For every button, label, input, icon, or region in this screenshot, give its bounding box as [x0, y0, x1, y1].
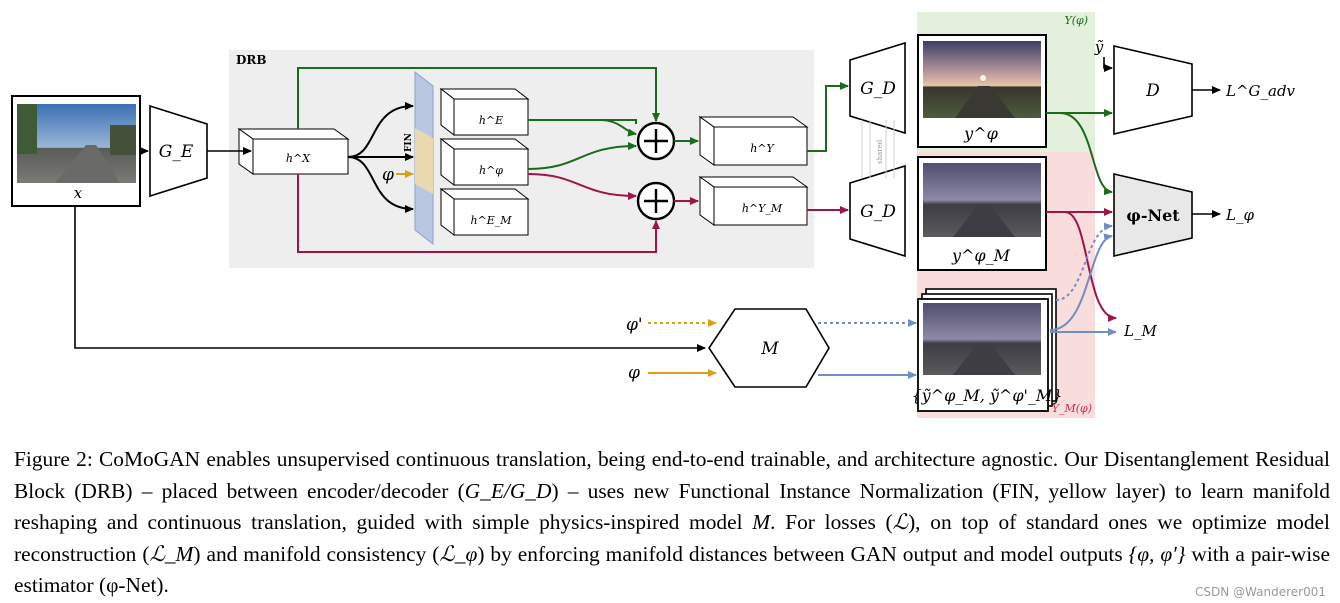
- block-hX: h^X: [237, 128, 350, 175]
- fin-label: FIN: [404, 133, 414, 152]
- drb-label: DRB: [236, 53, 267, 67]
- arrow-hX-to-hE: [347, 102, 414, 158]
- caption-part3: . For losses (: [770, 510, 893, 535]
- caption-math-loss-phi: ℒ_φ: [439, 541, 478, 566]
- svg-text:φ-Net: φ-Net: [1126, 206, 1180, 225]
- output-image-y-phi: y^φ: [917, 34, 1047, 148]
- shared-weights-indicator: shared: [861, 120, 895, 178]
- decoder-bottom-GD: G_D: [849, 164, 906, 258]
- arrow-stack-to-phinet-dotted: [1055, 222, 1113, 301]
- output-image-yM-phi: y^φ_M: [917, 156, 1047, 271]
- loss-phi: L_φ: [1225, 206, 1254, 224]
- arrow-hphi-to-sum-top: [527, 142, 637, 170]
- figure-caption: Figure 2: CoMoGAN enables unsupervised c…: [14, 444, 1330, 602]
- caption-part1: Figure 2: CoMoGAN enables unsupervised c…: [14, 447, 1330, 503]
- svg-text:h^Y_M: h^Y_M: [742, 202, 783, 215]
- block-hY: h^Y: [698, 116, 809, 166]
- caption-part4: ), on top of standard ones we optimize m…: [14, 510, 1330, 566]
- svg-text:h^X: h^X: [286, 152, 311, 165]
- model-M: M: [708, 308, 830, 388]
- caption-math-phi-set: {φ, φ′}: [1128, 541, 1186, 566]
- caption-math-encoder-decoder: G_E/G_D: [464, 478, 552, 503]
- svg-text:M: M: [760, 339, 779, 359]
- label-phi-model: φ: [628, 363, 640, 383]
- arrow-hY-to-decoder-top: [807, 82, 849, 152]
- sum-node-top: [636, 121, 676, 161]
- watermark: CSDN @Wanderer001: [1195, 585, 1326, 599]
- phi-net: φ-Net: [1113, 172, 1193, 258]
- block-hYM: h^Y_M: [698, 176, 809, 226]
- block-hEM: h^E_M: [439, 187, 530, 237]
- label-x: x: [74, 184, 83, 202]
- caption-part2: ) – uses new Functional Instance Normali…: [14, 478, 1330, 535]
- caption-math-model: M: [752, 510, 771, 535]
- sum-node-bottom: [636, 181, 676, 221]
- svg-text:h^Y: h^Y: [750, 142, 775, 155]
- figure-diagram: Y(φ) Y_M(φ) DRB x G_E h^X FIN h^E h^φ: [11, 12, 1296, 418]
- arrow-hphi-to-sum-bottom: [527, 173, 637, 200]
- encoder-GE: G_E: [149, 104, 208, 198]
- decoder-top-GD: G_D: [849, 41, 906, 135]
- caption-part5: ) and manifold consistency (: [193, 541, 440, 566]
- domain-Y-label: Y(φ): [1064, 14, 1088, 27]
- discriminator-D: D: [1113, 44, 1193, 136]
- domain-YM-label: Y_M(φ): [1052, 402, 1092, 415]
- arrow-skip-green: [297, 67, 660, 129]
- arrow-yMphi-to-LM: [1064, 211, 1117, 322]
- svg-text:{ỹ^φ_M, ỹ^φ'_M}: {ỹ^φ_M, ỹ^φ'_M}: [912, 386, 1063, 405]
- svg-text:shared: shared: [876, 139, 884, 164]
- svg-text:h^E_M: h^E_M: [470, 214, 512, 227]
- label-y-tilde: ỹ: [1094, 38, 1104, 56]
- arrow-x-to-model: [74, 206, 706, 352]
- arrow-skip-crimson: [297, 174, 660, 253]
- svg-text:G_D: G_D: [860, 79, 896, 99]
- model-output-stack: {ỹ^φ_M, ỹ^φ'_M}: [912, 288, 1063, 412]
- svg-text:G_E: G_E: [159, 142, 194, 162]
- arrow-ytilde-to-D: [1103, 57, 1113, 72]
- svg-text:D: D: [1145, 81, 1160, 101]
- loss-adv: L^G_adv: [1225, 82, 1296, 100]
- svg-text:h^φ: h^φ: [479, 164, 503, 177]
- caption-part6: ) by enforcing manifold distances betwee…: [477, 541, 1129, 566]
- block-hphi: h^φ: [439, 137, 530, 187]
- caption-math-loss-M: ℒ_M: [149, 541, 194, 566]
- svg-text:G_D: G_D: [860, 202, 896, 222]
- label-phi-prime: φ': [626, 315, 643, 335]
- arrow-hE-to-sum-top-head: [528, 119, 637, 137]
- arrow-yphi-to-phinet: [1059, 112, 1113, 196]
- label-phi-fin: φ: [382, 165, 394, 185]
- svg-text:y^φ: y^φ: [963, 124, 998, 143]
- fin-layer-yellow: [415, 128, 433, 194]
- arrow-stack-to-phinet: [1049, 233, 1113, 331]
- input-image-x: x: [11, 95, 141, 207]
- caption-part7: with a pair-wise estimator (φ-Net).: [14, 541, 1330, 598]
- loss-M: L_M: [1123, 322, 1157, 340]
- caption-math-loss: ℒ: [892, 510, 909, 535]
- arrow-hX-to-hEM: [347, 156, 414, 213]
- svg-text:h^E: h^E: [479, 114, 503, 127]
- block-hE: h^E: [439, 87, 530, 137]
- svg-text:y^φ_M: y^φ_M: [951, 246, 1011, 265]
